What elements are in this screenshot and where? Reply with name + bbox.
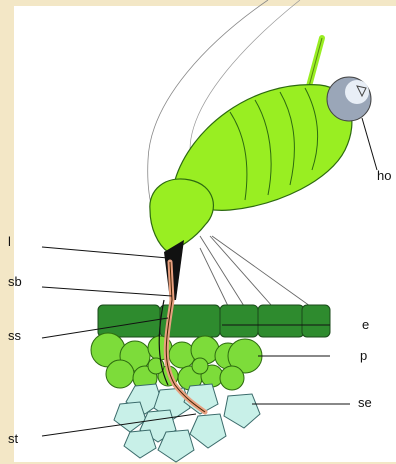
epidermis-layer — [98, 305, 330, 337]
leader-ho — [362, 118, 377, 170]
parenchyma-layer — [91, 333, 262, 390]
label-e: e — [362, 317, 369, 332]
label-ho: ho — [377, 168, 391, 183]
label-l: l — [8, 234, 11, 249]
aphid-head — [150, 179, 214, 252]
label-se: se — [358, 395, 372, 410]
label-p: p — [360, 348, 367, 363]
label-sb: sb — [8, 274, 22, 289]
label-ss: ss — [8, 328, 22, 343]
guide-lines — [200, 236, 310, 306]
label-st: st — [8, 431, 19, 446]
